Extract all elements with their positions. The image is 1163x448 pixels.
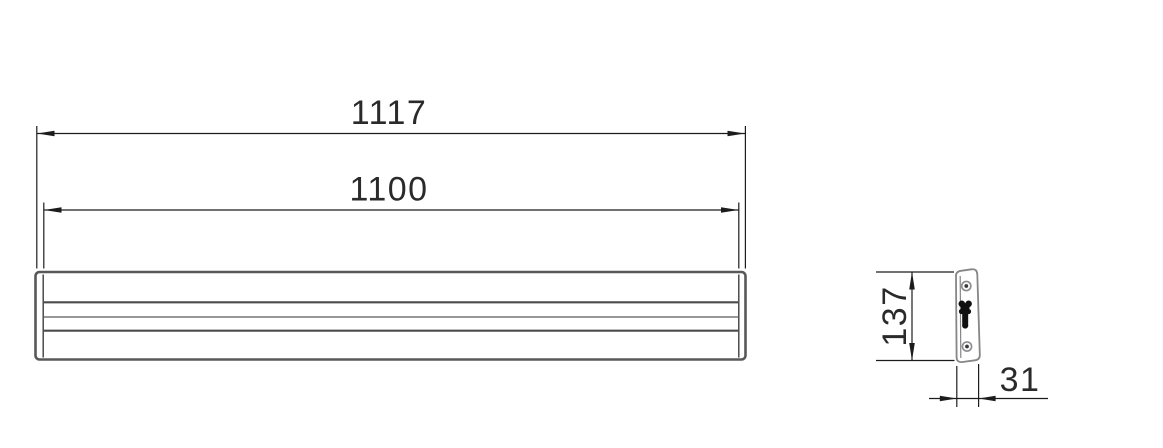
height-label: 137 <box>876 285 914 346</box>
arrowhead-up-icon <box>909 272 915 290</box>
arrowhead-inward-right-icon <box>939 395 957 402</box>
dimension-height: 137 <box>876 271 955 362</box>
depth-label: 31 <box>1000 361 1041 399</box>
end-cap-inner-edge <box>959 275 962 359</box>
arrowhead-down-icon <box>909 343 915 361</box>
dimension-depth: 31 <box>929 361 1048 407</box>
keyhole-mount-slot-icon <box>958 300 972 329</box>
arrowhead-right-icon <box>721 207 739 213</box>
side-view <box>955 268 981 363</box>
rail-body-outline <box>34 270 747 361</box>
screw-hole-bottom-center <box>965 344 969 349</box>
arrowhead-left-icon <box>37 130 55 137</box>
arrowhead-left-icon <box>44 207 62 213</box>
overall-length-label: 1117 <box>351 94 428 132</box>
dimension-inner-length: 1100 <box>43 171 740 269</box>
front-view <box>34 270 747 361</box>
inner-length-label: 1100 <box>349 171 428 209</box>
dimension-overall-length: 1117 <box>36 94 747 269</box>
screw-hole-top-center <box>964 284 969 288</box>
arrowhead-inward-left-icon <box>978 395 996 402</box>
arrowhead-right-icon <box>727 130 745 137</box>
